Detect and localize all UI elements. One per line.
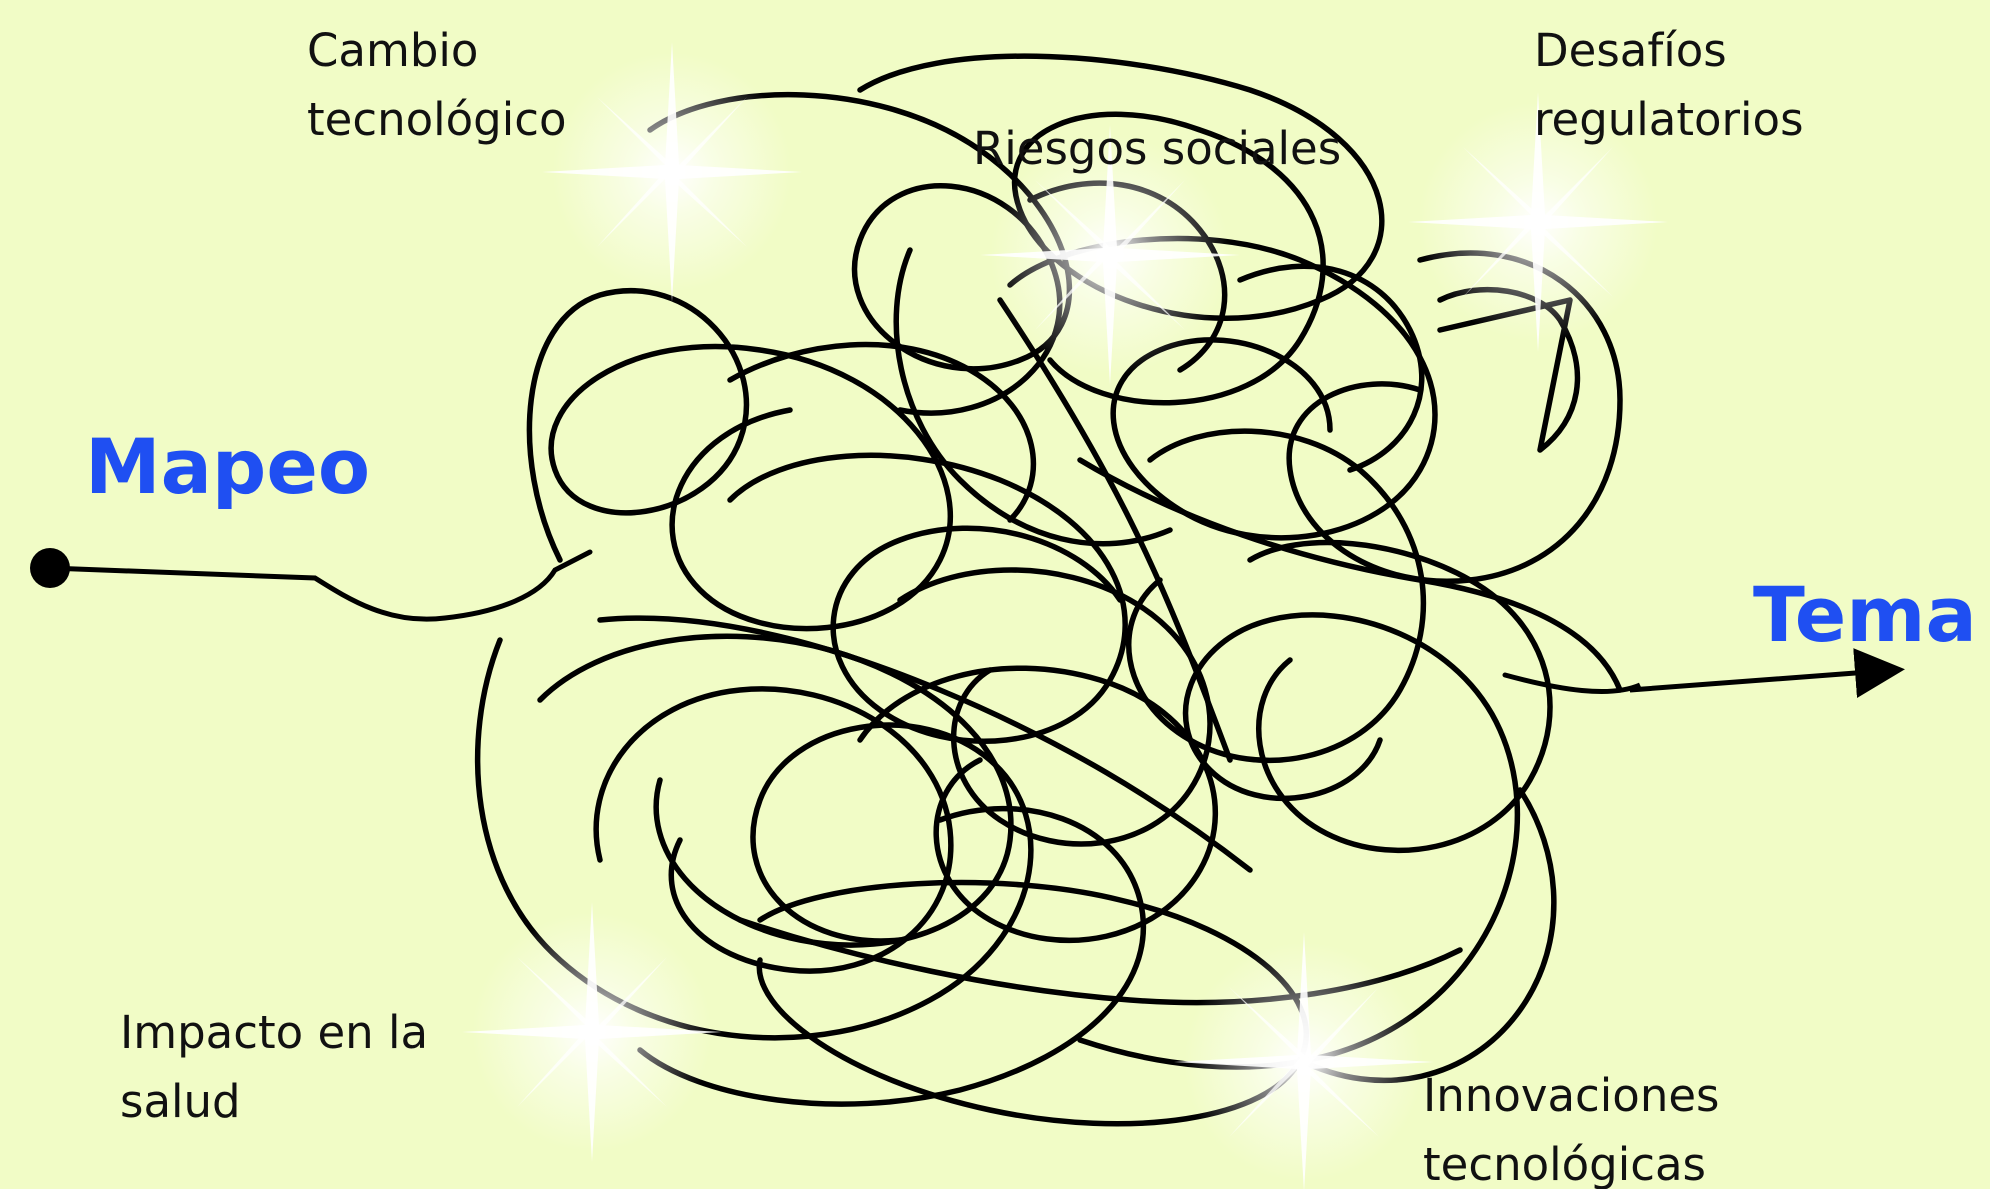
topic-label-line: Desafíos <box>1534 24 1727 77</box>
topic-innovaciones-tecnologicas: Innovaciones tecnológicas <box>1423 1061 1719 1189</box>
incoming-line <box>47 549 593 622</box>
topic-desafios-regulatorios: Desafíos regulatorios <box>1534 16 1804 154</box>
end-label: Tema <box>1753 570 1977 659</box>
topic-riesgos-sociales: Riesgos sociales <box>973 114 1341 183</box>
outgoing-arrow <box>1502 648 1905 698</box>
tangled-scribble <box>474 53 1623 1127</box>
topic-label-line: tecnológicas <box>1423 1138 1706 1189</box>
topic-impacto-salud: Impacto en la salud <box>120 998 428 1136</box>
topic-label-line: Innovaciones <box>1423 1069 1720 1122</box>
start-label: Mapeo <box>85 422 371 511</box>
topic-label-line: salud <box>120 1075 241 1128</box>
topic-label-line: tecnológico <box>307 93 567 146</box>
topic-label-line: regulatorios <box>1534 93 1804 146</box>
topic-label-line: Impacto en la <box>120 1006 429 1059</box>
topic-label-line: Cambio <box>307 24 479 77</box>
topic-cambio-tecnologico: Cambio tecnológico <box>307 16 567 154</box>
topic-label-line: Riesgos sociales <box>973 122 1342 175</box>
